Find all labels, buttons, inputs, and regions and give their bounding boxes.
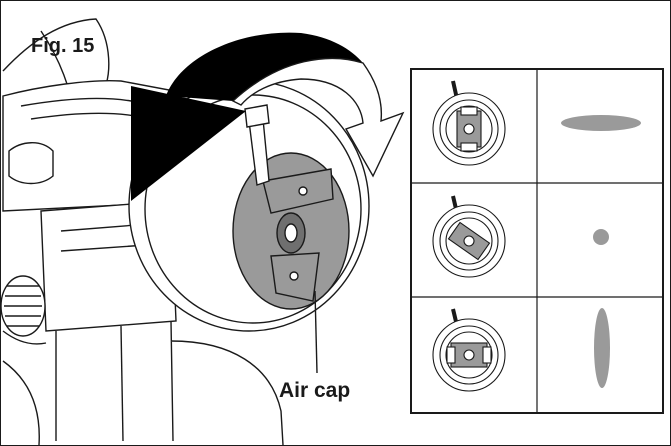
pattern-table bbox=[410, 68, 664, 414]
spray-pattern-vertical bbox=[594, 308, 610, 388]
cap-thumbnail-horizontal bbox=[432, 80, 506, 166]
rotation-arrow-outline bbox=[231, 57, 405, 178]
pattern-row-1 bbox=[432, 80, 641, 166]
cap-thumbnail-vertical bbox=[432, 308, 506, 392]
cap-thumbnail-diagonal bbox=[432, 195, 506, 278]
spray-pattern-round bbox=[593, 229, 609, 245]
air-cap-label: Air cap bbox=[279, 379, 351, 402]
knurled-knob bbox=[1, 275, 46, 337]
pattern-row-3 bbox=[432, 308, 610, 392]
pattern-row-2 bbox=[432, 195, 609, 278]
rotation-arrow-solid bbox=[131, 32, 363, 201]
figure-label: Fig. 15 bbox=[31, 35, 95, 57]
spray-pattern-horizontal bbox=[561, 115, 641, 131]
air-cap-horn-top bbox=[262, 168, 334, 214]
callout-line bbox=[314, 290, 318, 374]
